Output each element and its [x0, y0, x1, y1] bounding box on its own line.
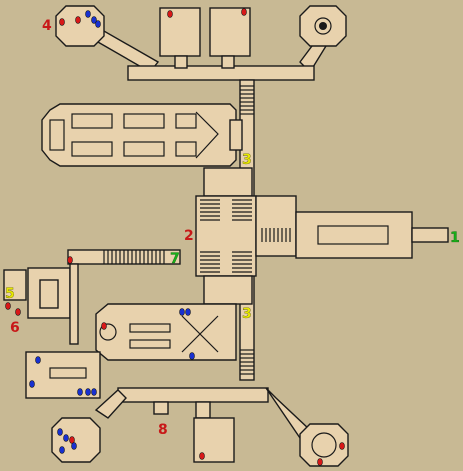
blue-marker: [29, 380, 35, 388]
room-top-left-octagon: [55, 5, 105, 47]
lower-hall-bar-top: [129, 323, 171, 333]
stair-west-corridor: [103, 250, 165, 264]
stairs-layer: [103, 85, 291, 375]
blue-marker: [189, 352, 195, 360]
marker-3-lower: 3: [242, 306, 252, 322]
red-markers: [5, 8, 345, 466]
top-room-connector-left: [174, 55, 188, 69]
blue-marker: [185, 308, 191, 316]
blue-marker: [91, 16, 97, 24]
upper-hall-pew-right-top: [175, 113, 197, 129]
blue-marker: [95, 20, 101, 28]
room-bottom-left-octagon: [51, 417, 101, 463]
blue-marker: [77, 388, 83, 396]
stair-central-sw: [200, 251, 220, 273]
upper-hall-pew-mid-bottom: [123, 141, 165, 157]
red-marker: [59, 18, 65, 26]
room-top-mid-right: [209, 7, 251, 57]
bottom-corridor: [117, 387, 269, 403]
stair-central-ne: [232, 199, 252, 221]
top-corridor: [127, 65, 315, 81]
east-exit-corridor: [411, 227, 449, 243]
top-room-connector-right: [221, 55, 235, 69]
blue-marker: [91, 388, 97, 396]
stair-central-nw: [200, 199, 220, 221]
bottom-right-octagon-ring: [311, 432, 337, 458]
upper-hall-pew-left-bottom: [71, 141, 113, 157]
red-marker: [75, 16, 81, 24]
upper-hall-pew-right-bottom: [175, 141, 197, 157]
central-north-wing: [203, 167, 253, 197]
lower-left-table: [49, 367, 87, 379]
lower-hall-bar-bottom: [129, 339, 171, 349]
blue-marker: [59, 446, 65, 454]
red-marker: [5, 302, 11, 310]
red-marker: [15, 308, 21, 316]
lower-hall-pillar: [99, 323, 117, 341]
marker-4: 4: [42, 18, 52, 34]
room-west-inner: [39, 279, 59, 309]
red-marker: [167, 10, 173, 18]
lower-hall-cross-2: [181, 315, 219, 353]
blue-marker: [63, 434, 69, 442]
east-antechamber: [255, 195, 297, 257]
marker-2: 2: [184, 228, 194, 244]
marker-5: 5: [5, 286, 15, 302]
marker-8: 8: [158, 422, 168, 438]
room-bottom-right-octagon: [299, 423, 349, 467]
floor-layer: [3, 5, 449, 467]
stair-north: [240, 85, 254, 115]
room-top-mid-left: [159, 7, 201, 57]
central-west-wing: [195, 195, 257, 277]
upper-hall-altar: [49, 119, 65, 151]
east-hall-table: [317, 225, 389, 245]
upper-hall-pew-left-top: [71, 113, 113, 129]
marker-6: 6: [10, 320, 20, 336]
bottom-mid-stem: [195, 401, 211, 419]
red-marker: [241, 8, 247, 16]
upper-hall-chevron: [195, 111, 219, 159]
room-far-west: [3, 269, 27, 301]
bottom-left-nook: [153, 401, 169, 415]
red-marker: [101, 322, 107, 330]
top-right-octagon-well-center: [319, 22, 327, 30]
marker-1: 1: [450, 230, 460, 246]
blue-marker: [71, 442, 77, 450]
blue-marker: [179, 308, 185, 316]
interior-details: [49, 17, 389, 458]
red-marker: [339, 442, 345, 450]
blue-marker: [35, 356, 41, 364]
central-south-wing: [203, 275, 253, 305]
stair-east: [261, 228, 291, 242]
red-marker: [199, 452, 205, 460]
upper-hall-connector: [229, 119, 243, 151]
east-hall: [295, 211, 413, 259]
blue-marker: [57, 428, 63, 436]
blue-marker: [85, 388, 91, 396]
stair-south: [240, 349, 254, 375]
upper-hall: [41, 103, 237, 167]
stair-central-se: [232, 251, 252, 273]
bottom-left-arm: [94, 389, 127, 419]
top-right-octagon-well: [314, 17, 332, 35]
upper-hall-pew-mid-top: [123, 113, 165, 129]
marker-3-upper: 3: [242, 152, 252, 168]
blue-marker: [85, 10, 91, 18]
west-connector: [69, 263, 79, 345]
blue-markers: [29, 10, 195, 454]
red-marker: [317, 458, 323, 466]
marker-7: 7: [170, 251, 180, 267]
red-marker: [67, 256, 73, 264]
